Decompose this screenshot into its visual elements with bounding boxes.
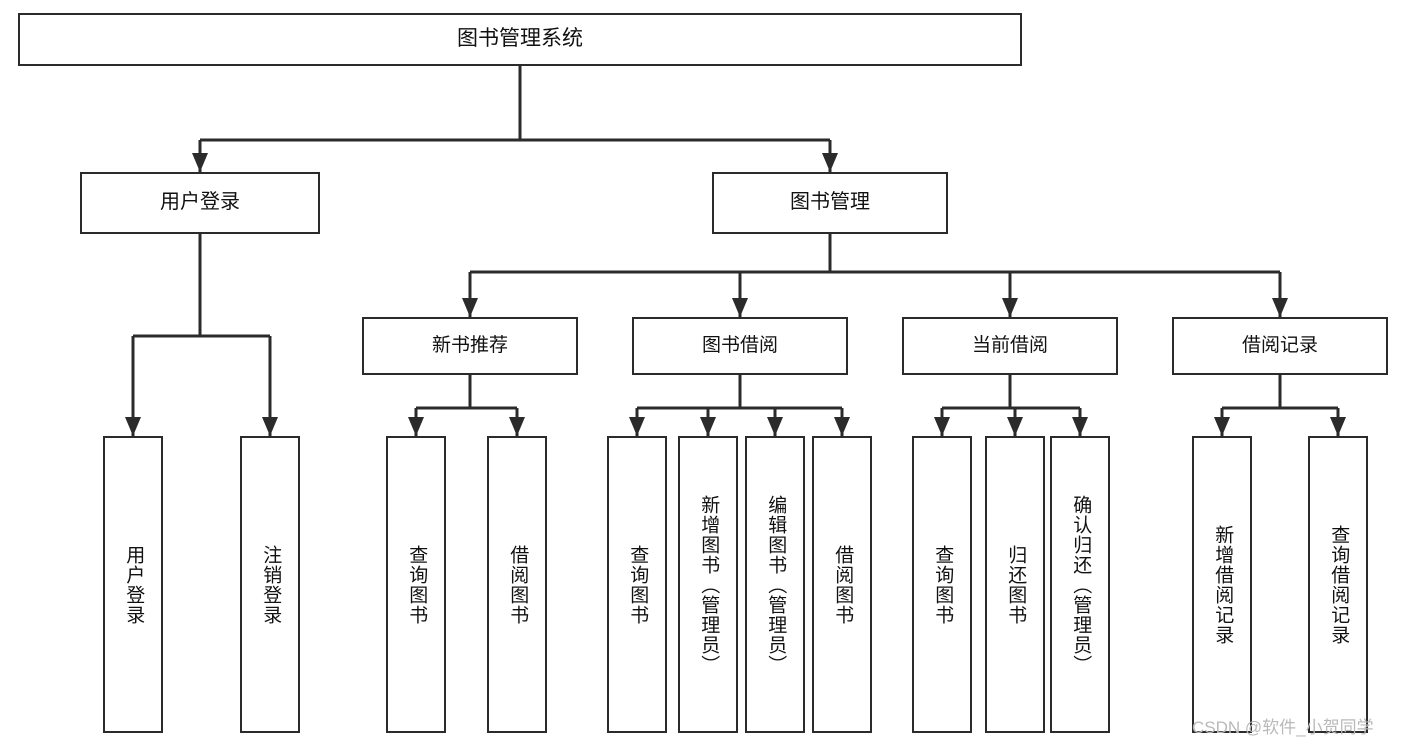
arrowhead [934,417,950,436]
node-label: 新增借阅记录 [1212,524,1234,645]
node-label: 归还图书 [1005,544,1027,625]
node-leaf-12[interactable]: 新增借阅记录 [1192,436,1252,733]
node-bookmgmt[interactable]: 图书管理 [712,172,948,234]
arrowhead [192,153,208,172]
node-label: 查询借阅记录 [1328,524,1350,645]
node-leaf-13[interactable]: 查询借阅记录 [1308,436,1368,733]
arrowhead [834,417,850,436]
node-leaf-5[interactable]: 查询图书 [607,436,667,733]
arrowhead [462,298,478,317]
node-records[interactable]: 借阅记录 [1172,317,1388,375]
node-label: 借阅图书 [832,544,854,625]
arrowhead [1002,298,1018,317]
node-leaf-11[interactable]: 确认归还（管理员） [1050,436,1110,733]
arrowhead [1007,417,1023,436]
node-leaf-6[interactable]: 新增图书（管理员） [678,436,738,733]
arrowhead [700,417,716,436]
node-leaf-10[interactable]: 归还图书 [985,436,1045,733]
watermark: CSDN @软件_小贺同学 [1192,718,1374,737]
arrowhead [822,153,838,172]
arrowhead [1072,417,1088,436]
arrowhead [1330,417,1346,436]
node-label: 用户登录 [123,544,145,625]
node-label: 注销登录 [260,544,282,625]
node-label: 图书管理系统 [457,27,583,51]
arrowhead [1272,298,1288,317]
node-label: 借阅图书 [507,544,529,625]
node-label: 编辑图书（管理员） [765,494,787,675]
node-label: 确认归还（管理员） [1070,494,1092,675]
arrowhead [767,417,783,436]
node-label: 新增图书（管理员） [698,494,720,675]
node-label: 查询图书 [932,544,954,625]
arrowhead [629,417,645,436]
node-label: 查询图书 [627,544,649,625]
node-current[interactable]: 当前借阅 [902,317,1118,375]
arrowhead [732,298,748,317]
node-leaf-8[interactable]: 借阅图书 [812,436,872,733]
node-leaf-2[interactable]: 注销登录 [240,436,300,733]
node-leaf-1[interactable]: 用户登录 [103,436,163,733]
arrowhead [509,417,525,436]
node-label: 新书推荐 [431,334,508,356]
node-leaf-3[interactable]: 查询图书 [386,436,446,733]
node-newbooks[interactable]: 新书推荐 [362,317,578,375]
node-leaf-7[interactable]: 编辑图书（管理员） [745,436,805,733]
node-root[interactable]: 图书管理系统 [18,13,1022,66]
node-leaf-9[interactable]: 查询图书 [912,436,972,733]
arrowhead [262,417,278,436]
arrowhead [1214,417,1230,436]
node-borrowbook[interactable]: 图书借阅 [632,317,848,375]
node-label: 查询图书 [406,544,428,625]
arrowhead [125,417,141,436]
arrowhead [408,417,424,436]
node-label: 当前借阅 [971,334,1048,356]
node-login[interactable]: 用户登录 [80,172,320,234]
node-label: 用户登录 [160,191,240,214]
node-leaf-4[interactable]: 借阅图书 [487,436,547,733]
node-label: 图书管理 [790,191,870,214]
node-label: 借阅记录 [1241,334,1318,356]
node-label: 图书借阅 [701,334,778,356]
